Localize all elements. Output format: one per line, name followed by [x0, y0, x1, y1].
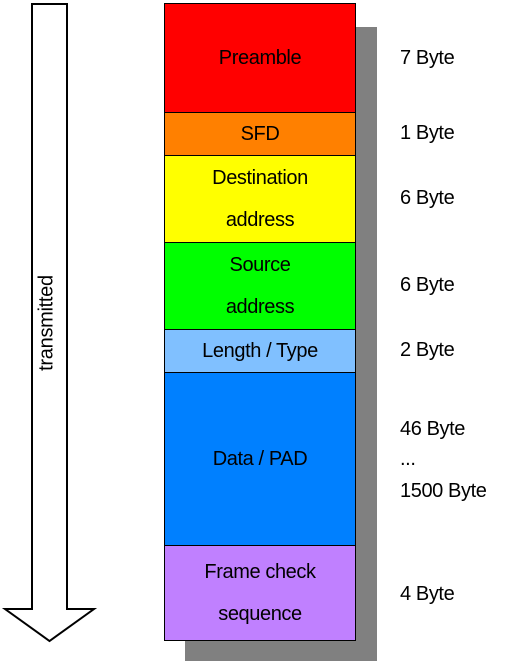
field-source-label-line2: address: [225, 296, 295, 318]
field-fcs-label-line2: sequence: [218, 603, 302, 625]
field-fcs-label-line1: Frame check: [204, 561, 316, 583]
arrow-shape: [1, 3, 98, 643]
field-source-label-line1: Source: [229, 254, 291, 276]
size-source: 6 Byte: [400, 274, 455, 296]
field-destination-address: Destination address: [165, 155, 355, 242]
field-sfd-label: SFD: [240, 123, 280, 145]
transmission-direction-arrow: [1, 3, 98, 643]
field-length-type: Length / Type: [165, 329, 355, 372]
size-length-type: 2 Byte: [400, 339, 455, 361]
size-fcs: 4 Byte: [400, 583, 455, 605]
size-destination: 6 Byte: [400, 187, 455, 209]
field-data-pad-label: Data / PAD: [212, 448, 308, 470]
field-frame-check-sequence: Frame check sequence: [165, 545, 355, 640]
size-sfd: 1 Byte: [400, 122, 455, 144]
field-destination-label-line1: Destination: [212, 167, 308, 189]
field-source-address: Source address: [165, 242, 355, 329]
field-preamble: Preamble: [165, 4, 355, 112]
field-destination-label-line2: address: [225, 209, 295, 231]
field-sfd: SFD: [165, 112, 355, 155]
size-preamble: 7 Byte: [400, 47, 455, 69]
field-data-pad: Data / PAD: [165, 372, 355, 545]
size-data-ellipsis: ...: [400, 448, 416, 470]
transmitted-label: transmitted: [35, 275, 58, 371]
size-data-max: 1500 Byte: [400, 480, 487, 502]
field-length-type-label: Length / Type: [202, 340, 318, 362]
ethernet-frame: Preamble SFD Destination address Source …: [164, 3, 356, 641]
size-data-min: 46 Byte: [400, 418, 466, 440]
field-preamble-label: Preamble: [218, 47, 302, 69]
